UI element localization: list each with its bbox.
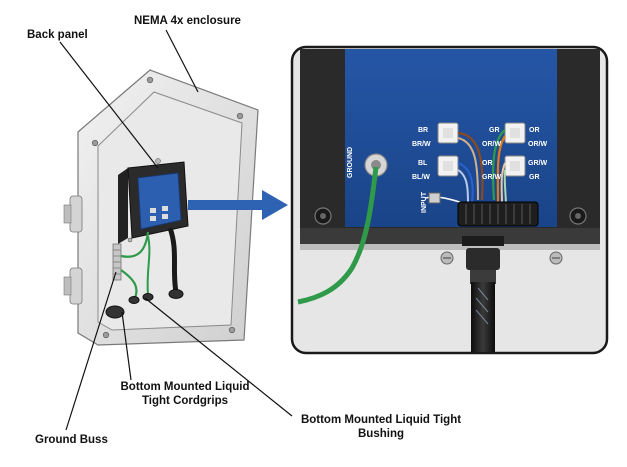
zoom-arrow — [188, 190, 288, 220]
jack — [162, 214, 168, 219]
wire-brown-white — [457, 137, 479, 201]
jack — [162, 206, 168, 211]
pair-label-gr-right: GR — [529, 174, 540, 181]
screw — [91, 139, 99, 147]
callout-bushing-line2: Bushing — [358, 428, 404, 440]
callout-ground-buss: Ground Buss — [35, 434, 108, 446]
network-cable — [167, 227, 179, 293]
wire-orange-white — [500, 162, 506, 205]
screw — [146, 76, 154, 84]
wire-orange — [496, 135, 506, 203]
callout-back-panel: Back panel — [27, 29, 88, 41]
pair-label-bl: BL — [418, 160, 428, 167]
connector-left — [437, 122, 459, 177]
pair-label-br: BR — [418, 127, 428, 134]
leader-bushing — [144, 297, 293, 417]
pair-label-orw-right: OR/W — [528, 141, 547, 148]
leader-back-panel — [59, 41, 159, 169]
pair-label-orw-left: OR/W — [482, 141, 501, 148]
screw — [102, 331, 110, 339]
wire-blue-white — [457, 169, 469, 205]
callout-bushing-line1: Bottom Mounted Liquid Tight — [300, 414, 462, 426]
inset-cable — [471, 282, 495, 352]
wire-green — [491, 129, 506, 201]
cordgrip-fitting — [128, 296, 140, 304]
connector-right — [504, 122, 526, 177]
ground-wire — [146, 235, 151, 296]
back-panel-box-side — [118, 168, 128, 244]
jack — [150, 208, 156, 213]
callout-cordgrips: Bottom Mounted Liquid Tight Cordgrips — [92, 380, 278, 408]
pair-label-grw-left: GR/W — [482, 174, 501, 181]
pair-label-or-left: OR — [482, 160, 493, 167]
detail-inset: GROUND INPUT BR BR/W — [290, 45, 609, 355]
cordgrip-fitting — [105, 305, 125, 319]
hinge — [69, 267, 83, 305]
ground-wire — [120, 231, 150, 258]
screw — [236, 112, 244, 120]
input-jack — [428, 192, 441, 204]
callout-bushing: Bottom Mounted Liquid Tight Bushing — [288, 413, 474, 441]
screw — [127, 237, 133, 243]
callout-nema-enclosure: NEMA 4x enclosure — [134, 15, 241, 27]
pair-label-or-right: OR — [529, 127, 540, 134]
screw — [155, 158, 161, 164]
input-label: INPUT — [421, 191, 428, 213]
ground-label: GROUND — [347, 147, 354, 178]
wire-brown — [457, 131, 484, 201]
pair-label-brw: BR/W — [412, 141, 431, 148]
wire-blue — [457, 161, 474, 203]
pair-label-blw: BL/W — [412, 174, 430, 181]
jack — [150, 216, 156, 221]
bushing-fitting — [168, 289, 184, 299]
leader-ground-buss — [65, 271, 117, 431]
hinge-tab — [63, 276, 72, 296]
inset-lip — [300, 228, 600, 244]
hinge — [69, 195, 83, 233]
leader-nema — [165, 29, 199, 93]
screw — [228, 326, 236, 334]
leader-lines — [59, 29, 293, 431]
enclosure-illustration — [63, 68, 259, 346]
leader-cordgrips — [121, 311, 132, 381]
callout-cordgrips-line2: Tight Cordgrips — [141, 395, 229, 407]
hinge-tab — [63, 204, 72, 224]
cordgrip-fitting — [142, 293, 154, 301]
bushing-nut — [462, 236, 504, 246]
back-panel-face — [137, 172, 182, 230]
pair-label-gr: GR — [489, 127, 500, 134]
inset-ground-wire — [297, 166, 379, 305]
pair-label-grw-right: GR/W — [528, 160, 547, 167]
callout-cordgrips-line1: Bottom Mounted Liquid — [120, 381, 250, 393]
